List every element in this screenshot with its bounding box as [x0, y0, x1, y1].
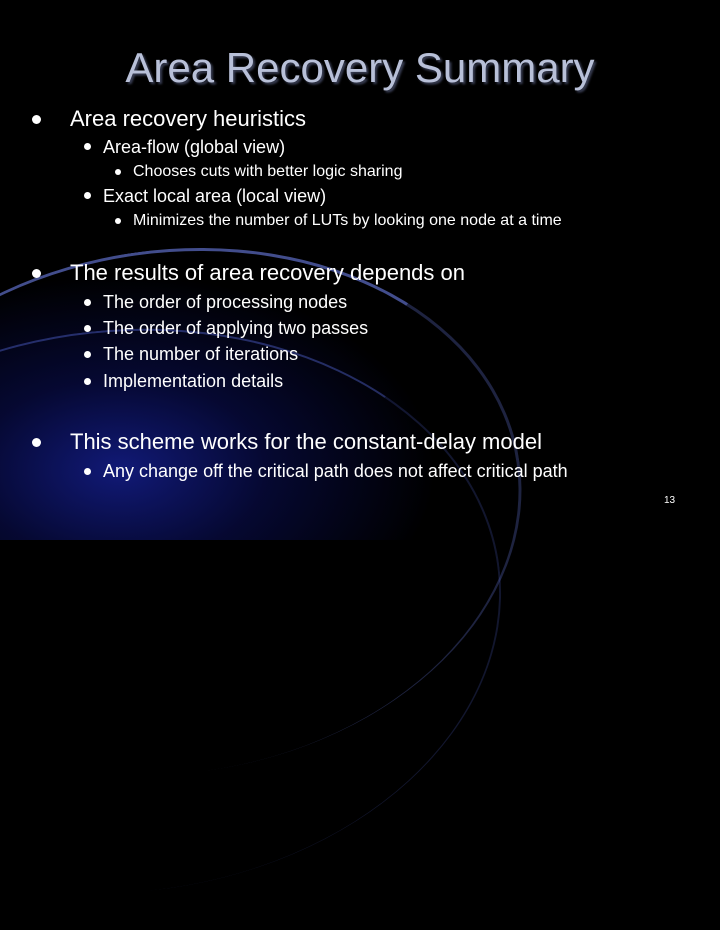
bullet-level3: Chooses cuts with better logic sharing: [133, 163, 403, 180]
bullet-level3: Minimizes the number of LUTs by looking …: [133, 212, 562, 229]
bullet-level1: This scheme works for the constant-delay…: [70, 429, 542, 454]
bullet-dot: [32, 115, 41, 124]
bullet-dot: [32, 438, 41, 447]
page-number: 13: [664, 495, 676, 506]
bullet-dot: [84, 192, 91, 199]
slide-background: [0, 0, 720, 540]
bullet-level2: The order of applying two passes: [103, 318, 369, 338]
bullet-level1: The results of area recovery depends on: [70, 260, 466, 285]
bullet-dot: [32, 269, 41, 278]
bullet-level2: Any change off the critical path does no…: [103, 461, 568, 481]
bullet-dot: [84, 299, 91, 306]
bullet-level2: Area-flow (global view): [103, 137, 286, 157]
slide-title: Area Recovery Summary: [125, 44, 595, 91]
bullet-level2: The number of iterations: [103, 344, 299, 364]
bullet-dot: [84, 143, 91, 150]
bullet-level2: Implementation details: [103, 371, 284, 391]
bullet-dot: [84, 325, 91, 332]
bullet-dot: [84, 351, 91, 358]
bullet-dot: [115, 169, 121, 175]
bullet-level2: The order of processing nodes: [103, 292, 348, 312]
bullet-dot: [84, 468, 91, 475]
bullet-level1: Area recovery heuristics: [70, 106, 306, 131]
bullet-dot: [115, 218, 121, 224]
bullet-dot: [84, 378, 91, 385]
bullet-level2: Exact local area (local view): [103, 186, 327, 206]
